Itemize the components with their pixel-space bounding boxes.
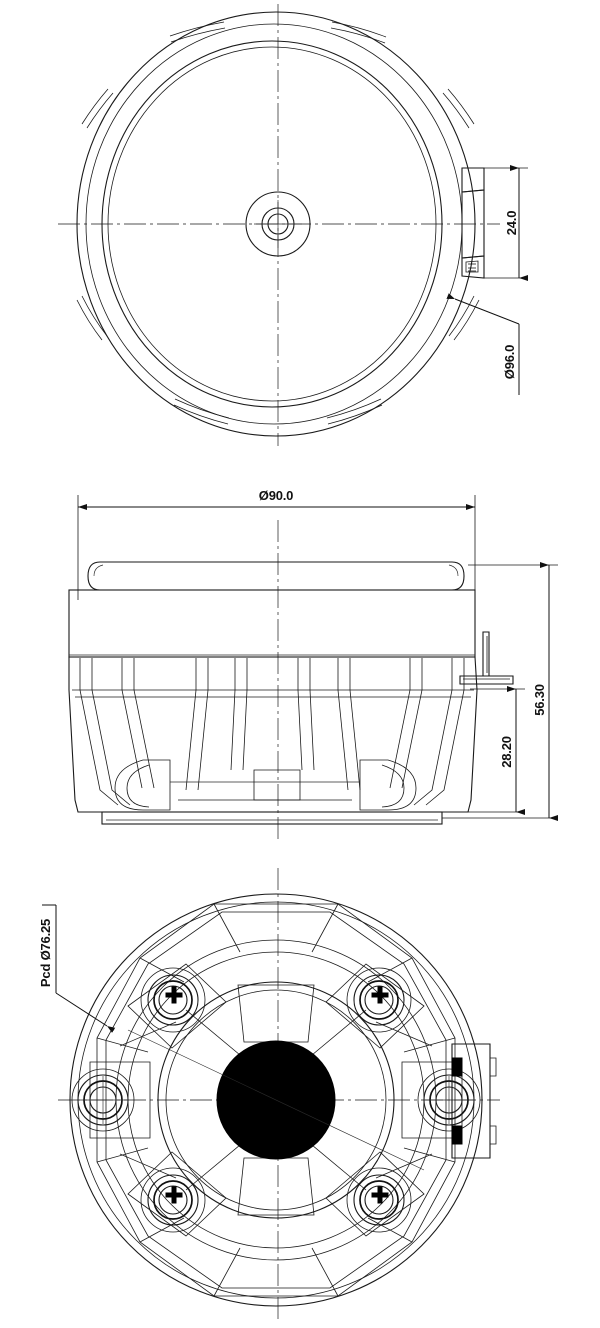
dimension-dia90: Ø90.0 [77, 488, 476, 600]
top-view-center-hub [245, 191, 311, 257]
bottom-view-ring-d [165, 989, 387, 1211]
dimension-pcd: Pcd Ø76.25 [38, 904, 116, 1033]
side-view-body-block [68, 589, 476, 658]
dimension-24: 24.0 [484, 165, 528, 281]
top-view-peripheral-tabs [76, 21, 480, 425]
screw-bottom-left [140, 1167, 206, 1233]
screw-top-left [140, 967, 206, 1033]
dimension-24-label: 24.0 [504, 211, 519, 236]
top-view-disc-ring-inner [107, 46, 437, 402]
hub-outer-circle [245, 191, 311, 257]
side-view-lower-body [68, 656, 478, 813]
side-view-top-cap [87, 561, 465, 591]
bottom-view-plain-holes [71, 1068, 481, 1132]
plain-hole-right [417, 1068, 481, 1132]
top-view-connector-block [461, 167, 485, 279]
side-view-base-plate [101, 811, 443, 825]
side-view-ribs [79, 658, 465, 806]
bottom-view-connector-block [451, 1043, 497, 1159]
plain-hole-left [71, 1068, 135, 1132]
dimension-dia90-label: Ø90.0 [259, 488, 293, 503]
top-view: 24.0 Ø96.0 [58, 4, 528, 446]
side-view-pockets [114, 759, 417, 811]
dimension-28-20-label: 28.20 [499, 736, 514, 768]
dimension-28-20: 28.20 [442, 686, 525, 815]
bottom-view-ring-c [157, 981, 395, 1219]
top-view-outer-profile [76, 11, 476, 437]
bottom-view-outer-circle [69, 893, 483, 1307]
bottom-view: Pcd Ø76.25 [38, 868, 500, 1320]
screw-bottom-right [346, 1167, 412, 1233]
side-view: Ø90.0 [68, 488, 558, 840]
top-view-disc-ring-outer [101, 40, 443, 408]
side-view-right-bracket [459, 631, 514, 685]
bottom-view-spokes [119, 1009, 433, 1191]
dimension-56-30-label: 56.30 [532, 684, 547, 716]
dimension-dia96: Ø96.0 [446, 293, 520, 395]
dimension-dia96-label: Ø96.0 [502, 345, 517, 379]
dimension-56-30: 56.30 [442, 562, 558, 821]
pcd-construction-line [127, 1029, 425, 1171]
dimension-pcd-label: Pcd Ø76.25 [38, 919, 53, 987]
bottom-view-screws [140, 967, 412, 1233]
screw-top-right [346, 967, 412, 1033]
